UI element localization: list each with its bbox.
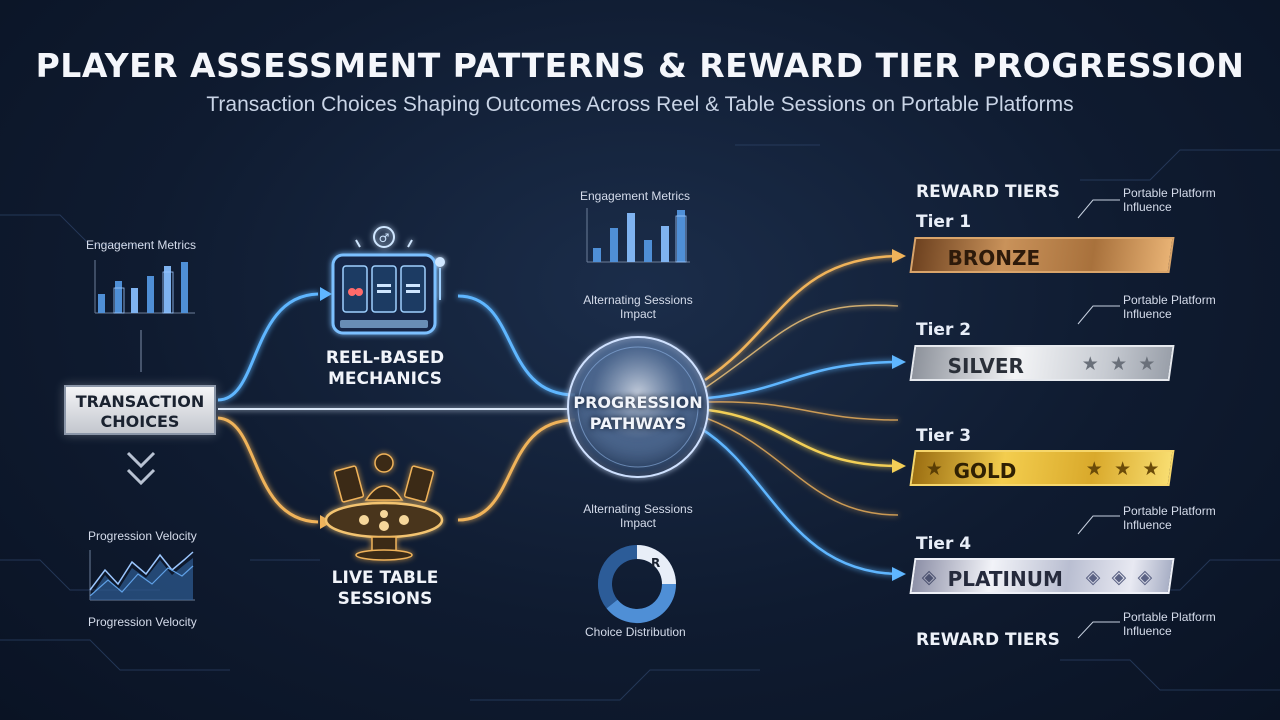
flow-hub-to-gold — [707, 408, 899, 468]
tier-gold-bar: ★ GOLD ★ ★ ★ — [909, 450, 1175, 486]
influence-note-3: Portable Platform Influence — [1123, 504, 1216, 532]
middle-metrics-label: Engagement Metrics — [580, 189, 691, 203]
influence-note-4: Portable Platform Influence — [1123, 610, 1216, 638]
tier-1-label: Tier 1 — [916, 212, 972, 232]
slot-machine-icon: ♂ — [331, 226, 445, 335]
silver-stars-icon: ★ ★ ★ — [1081, 354, 1159, 375]
flow-table-to-hub — [457, 418, 576, 522]
gold-lead-star-icon: ★ — [925, 459, 946, 480]
influence-leaders — [1077, 199, 1120, 639]
choice-distribution-label: Choice Distribution — [585, 625, 686, 639]
flow-lines — [217, 254, 899, 576]
tier-2-label: Tier 2 — [916, 320, 972, 340]
velocity-label-bottom: Progression Velocity — [88, 615, 197, 629]
influence-note-2: Portable Platform Influence — [1123, 293, 1216, 321]
left-metrics-label: Engagement Metrics — [86, 238, 197, 252]
tier-platinum-bar: ◈ PLATINUM ◈ ◈ ◈ — [909, 558, 1175, 594]
reward-tiers-header-top: REWARD TIERS — [916, 182, 1060, 202]
progression-velocity-chart — [89, 550, 195, 601]
card-table-icon — [324, 453, 444, 561]
tier-silver-name: SILVER — [947, 354, 1024, 378]
gold-stars-icon: ★ ★ ★ — [1085, 459, 1163, 480]
double-chevron-down-icon — [126, 451, 156, 486]
left-engagement-chart — [94, 260, 195, 372]
tier-gold-name: GOLD — [953, 459, 1017, 483]
alternating-label-bottom: Alternating Sessions Impact — [583, 502, 693, 530]
flow-hub-to-silver — [707, 360, 899, 400]
velocity-label-top: Progression Velocity — [88, 529, 197, 543]
tier-3-label: Tier 3 — [916, 426, 972, 446]
middle-engagement-chart — [586, 208, 690, 263]
circuit-decoration — [0, 144, 1280, 701]
tier-bronze-bar: BRONZE — [909, 237, 1175, 273]
pie-glyph: R — [651, 556, 661, 570]
flow-tx-to-table — [217, 416, 319, 524]
tier-silver-bar: SILVER ★ ★ ★ — [909, 345, 1175, 381]
reward-tiers-header-bottom: REWARD TIERS — [916, 630, 1060, 650]
progression-hub — [567, 336, 709, 478]
page-subtitle: Transaction Choices Shaping Outcomes Acr… — [206, 93, 1074, 116]
svg-text:♂: ♂ — [379, 231, 390, 245]
alternating-label-top: Alternating Sessions Impact — [583, 293, 693, 321]
tier-platinum-name: PLATINUM — [947, 567, 1063, 591]
platinum-diamonds-icon: ◈ ◈ ◈ — [1085, 567, 1156, 588]
platinum-lead-diamond-icon: ◈ — [921, 567, 940, 588]
page-title: PLAYER ASSESSMENT PATTERNS & REWARD TIER… — [35, 46, 1245, 85]
tier-bronze-name: BRONZE — [947, 246, 1041, 270]
flow-hub-to-bronze — [704, 254, 899, 382]
flow-reel-to-hub — [457, 294, 576, 397]
progression-hub-label: PROGRESSION PATHWAYS — [573, 393, 703, 433]
flow-tx-to-reel — [217, 292, 319, 402]
reel-based-label: REEL-BASED MECHANICS — [325, 348, 445, 389]
choice-distribution-pie — [597, 545, 676, 624]
transaction-choices-box: TRANSACTION CHOICES — [64, 385, 216, 435]
flow-arrowheads — [320, 249, 906, 581]
influence-note-1: Portable Platform Influence — [1123, 186, 1216, 214]
live-table-label: LIVE TABLE SESSIONS — [331, 568, 439, 609]
tier-4-label: Tier 4 — [916, 534, 972, 554]
flow-hub-to-platinum — [699, 426, 899, 576]
